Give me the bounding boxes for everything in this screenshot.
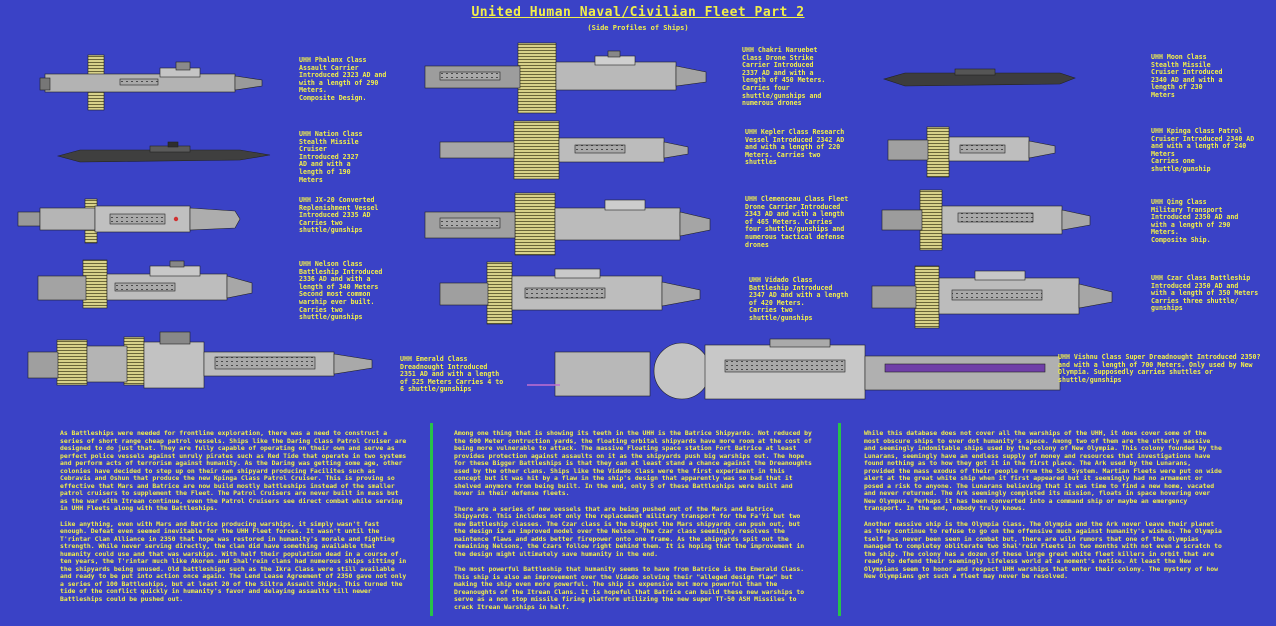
text-column-2: Among one thing that is showing its teet… <box>454 429 814 619</box>
label-czar: UHH Czar Class Battleship Introduced 235… <box>1151 274 1259 313</box>
column-divider <box>838 423 841 616</box>
paragraph: Like anything, even with Mars and Batric… <box>60 519 407 603</box>
ship-emerald <box>27 331 373 389</box>
page-title: United Human Naval/Civilian Fleet Part 2 <box>471 5 805 20</box>
label-jx20: UHH JX-20 Converted Replenishment Vessel… <box>299 196 379 235</box>
paragraph: While this database does not cover all t… <box>864 429 1222 512</box>
label-clemenceau: UHH Clemenceau Class Fleet Drone Carrier… <box>745 195 849 249</box>
ship-chakri <box>424 42 707 114</box>
paragraph: Among one thing that is showing its teet… <box>454 429 812 497</box>
paragraph: The most powerful Battleship that humani… <box>454 565 805 611</box>
label-kepler: UHH Kepler Class Research Vessel Introdu… <box>745 128 845 167</box>
label-vishnu: UHH Vishnu Class Super Dreadnought Intro… <box>1058 353 1261 384</box>
ship-czar <box>871 265 1113 329</box>
ship-vidado <box>439 261 701 325</box>
ship-jx20 <box>17 198 241 244</box>
paragraph: As Battleships were needed for frontline… <box>60 429 407 512</box>
label-vidado: UHH Vidado Class Battleship Introduced 2… <box>749 276 849 322</box>
ship-phalanx <box>39 54 263 111</box>
ship-kepler <box>439 120 689 180</box>
label-nelson: UHH Nelson Class Battleship Introduced 2… <box>299 260 383 322</box>
ship-kpinga <box>887 126 1056 178</box>
label-emerald: UHH Emerald Class Dreadnought Introduced… <box>400 355 504 394</box>
ship-qing <box>881 189 1091 251</box>
paragraph: Another massive ship is the Olympia Clas… <box>864 519 1222 580</box>
ship-nelson <box>37 259 253 309</box>
column-divider <box>430 423 433 616</box>
ship-clemenceau <box>424 192 711 256</box>
ship-vishnu <box>527 338 1061 400</box>
label-kpinga: UHH Kpinga Class Patrol Cruiser Introduc… <box>1151 127 1255 173</box>
text-column-1: As Battleships were needed for frontline… <box>60 429 410 611</box>
label-phalanx: UHH Phalanx Class Assault Carrier Introd… <box>299 56 387 102</box>
paragraph: There are a series of new vessels that a… <box>454 504 805 558</box>
text-column-3: While this database does not cover all t… <box>864 429 1224 589</box>
label-nation: UHH Nation Class Stealth Missile Cruiser… <box>299 130 363 184</box>
ship-moon <box>882 68 1076 87</box>
page-subtitle: (Side Profiles of Ships) <box>587 24 689 32</box>
ship-nation <box>56 141 271 163</box>
label-qing: UHH Qing Class Military Transport Introd… <box>1151 198 1239 244</box>
label-chakri: UHH Chakri Naruebet Class Drone Strike C… <box>742 46 826 108</box>
label-moon: UHH Moon Class Stealth Missile Cruiser I… <box>1151 53 1223 99</box>
